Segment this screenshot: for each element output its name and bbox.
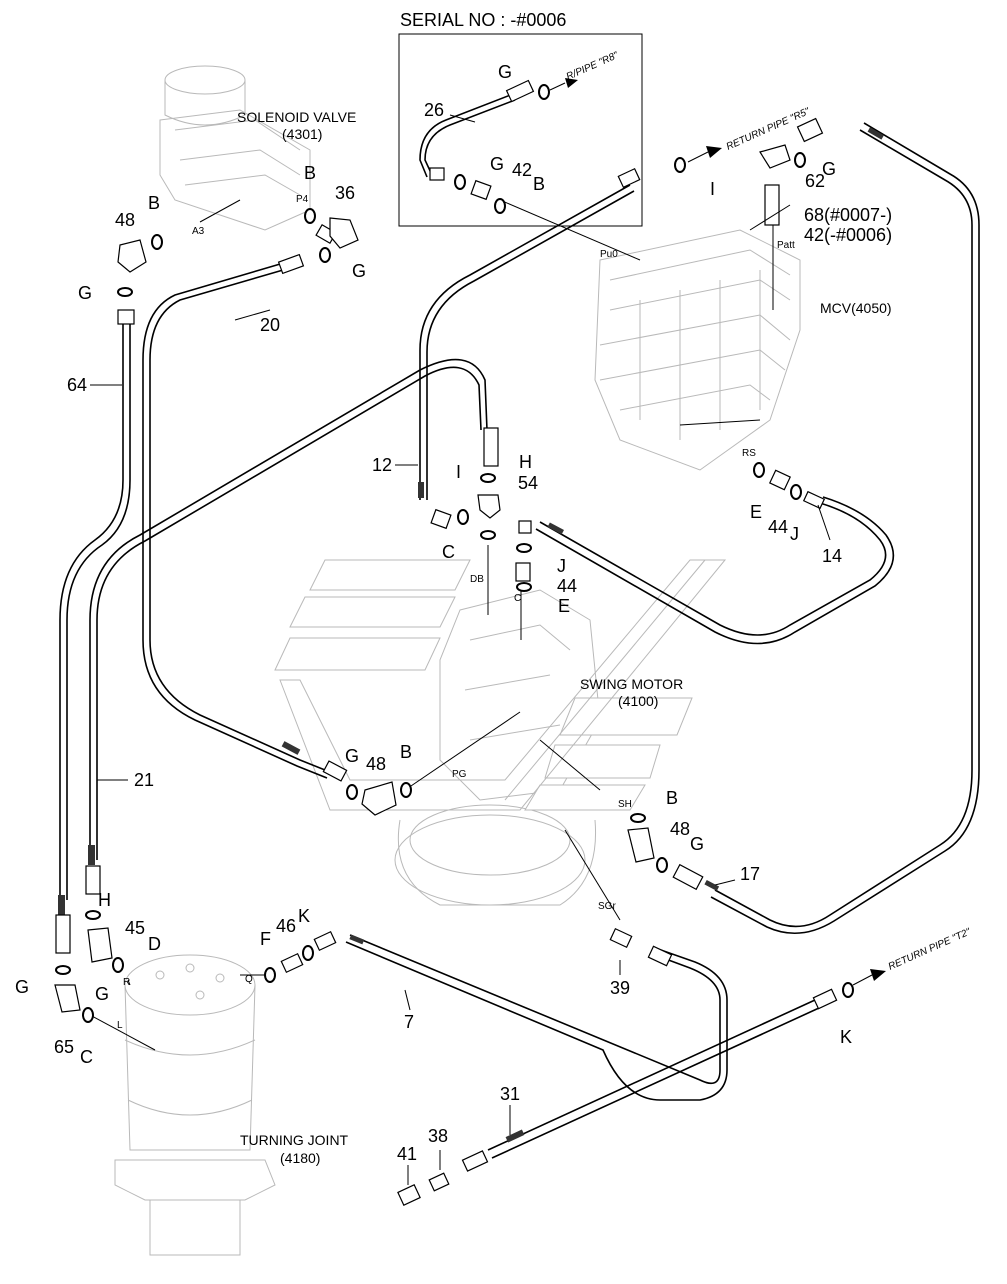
- part-64: 64: [67, 375, 87, 395]
- seal-c-65: C: [80, 1047, 93, 1067]
- port-patt: Patt: [777, 240, 795, 251]
- return-arrows: [549, 78, 886, 986]
- seal-d-45: D: [148, 934, 161, 954]
- seal-b-sh: B: [666, 788, 678, 808]
- port-pu0: Pu0: [600, 249, 618, 260]
- seal-g-turning: G: [15, 977, 29, 997]
- serial-number-label: SERIAL NO : -#0006: [400, 10, 566, 30]
- port-a3: A3: [192, 226, 205, 237]
- seal-j-mcv: J: [790, 524, 799, 544]
- seal-k-46: K: [298, 906, 310, 926]
- seal-i-12: I: [456, 462, 461, 482]
- seal-e-motor: E: [558, 596, 570, 616]
- swing-motor-code: (4100): [618, 693, 658, 709]
- solenoid-valve-outline: [159, 65, 311, 231]
- part-26: 26: [424, 100, 444, 120]
- part-45: 45: [125, 918, 145, 938]
- part-36: 36: [335, 183, 355, 203]
- seal-g-65: G: [95, 984, 109, 1004]
- turning-joint-code: (4180): [280, 1150, 320, 1166]
- part-17: 17: [740, 864, 760, 884]
- seal-i-r5: I: [710, 179, 715, 199]
- part-46: 46: [276, 916, 296, 936]
- part-68-serial: 68(#0007-): [804, 205, 892, 225]
- port-p4: P4: [296, 194, 309, 205]
- o-ring-seals: [55, 84, 854, 1023]
- hose-7: [349, 934, 721, 1085]
- turning-joint-outline: [114, 954, 276, 1256]
- part-20: 20: [260, 315, 280, 335]
- part-38: 38: [428, 1126, 448, 1146]
- part-7: 7: [404, 1012, 414, 1032]
- port-l: L: [117, 1020, 123, 1031]
- mcv-label: MCV(4050): [820, 300, 892, 316]
- seal-b-solenoid-p4: B: [304, 163, 316, 183]
- seal-b-solenoid-a3: B: [148, 193, 160, 213]
- turning-joint-label: TURNING JOINT: [240, 1132, 349, 1148]
- part-39: 39: [610, 978, 630, 998]
- seal-h-21: H: [98, 890, 111, 910]
- seal-c-db: C: [442, 542, 455, 562]
- hose-12: [419, 184, 631, 500]
- seal-j-motor: J: [557, 556, 566, 576]
- part-62: 62: [805, 171, 825, 191]
- part-14: 14: [822, 546, 842, 566]
- hose-17: [714, 129, 973, 928]
- port-pg: PG: [452, 769, 467, 780]
- seal-g-17: G: [690, 834, 704, 854]
- part-54: 54: [518, 473, 538, 493]
- serial-inset-box: [398, 33, 643, 227]
- seal-g-solenoid: G: [352, 261, 366, 281]
- part-41: 41: [397, 1144, 417, 1164]
- part-12: 12: [372, 455, 392, 475]
- port-db: DB: [470, 574, 484, 585]
- hose-20: [149, 267, 331, 773]
- return-pipe-t2-label: RETURN PIPE "T2": [887, 926, 973, 972]
- part-48-motor-sh: 48: [670, 819, 690, 839]
- hose-64: [59, 320, 124, 900]
- hose-26: [424, 99, 516, 176]
- seal-e-mcv: E: [750, 502, 762, 522]
- hose-31: [487, 999, 816, 1151]
- seal-g-r8: G: [498, 62, 512, 82]
- part-48-solenoid: 48: [115, 210, 135, 230]
- solenoid-valve-label: SOLENOID VALVE: [237, 109, 356, 125]
- port-sgr: SGr: [598, 901, 616, 912]
- fitting-parts: [54, 79, 838, 1206]
- return-pipe-r8-label: R/PIPE "R8": [565, 50, 621, 83]
- solenoid-valve-code: (4301): [282, 126, 322, 142]
- part-42-serial: 42(-#0006): [804, 225, 892, 245]
- part-48-motor-pg: 48: [366, 754, 386, 774]
- mcv-outline: [594, 229, 801, 471]
- port-sh: SH: [618, 799, 632, 810]
- seal-b-pg: B: [400, 742, 412, 762]
- port-c: C: [514, 593, 521, 604]
- part-21: 21: [134, 770, 154, 790]
- port-r: R: [123, 977, 130, 988]
- part-65: 65: [54, 1037, 74, 1057]
- part-44-mcv: 44: [768, 517, 788, 537]
- part-31: 31: [500, 1084, 520, 1104]
- seal-h-tee: H: [519, 452, 532, 472]
- hose-21: [89, 358, 488, 860]
- swing-motor-label: SWING MOTOR: [580, 676, 683, 692]
- seal-k-t2: K: [840, 1027, 852, 1047]
- seal-g-62: G: [822, 159, 836, 179]
- watermark-logo: [274, 559, 727, 811]
- seal-f-46: F: [260, 929, 271, 949]
- leader-lines: [90, 114, 831, 1185]
- part-42: 42: [512, 160, 532, 180]
- hose-14: [539, 502, 887, 636]
- seal-b-inset: B: [533, 174, 545, 194]
- seal-g-64: G: [78, 283, 92, 303]
- seal-g-20: G: [345, 746, 359, 766]
- port-q: Q: [245, 974, 253, 985]
- port-rs: RS: [742, 448, 756, 459]
- seal-g-inset: G: [490, 154, 504, 174]
- part-44-motor: 44: [557, 576, 577, 596]
